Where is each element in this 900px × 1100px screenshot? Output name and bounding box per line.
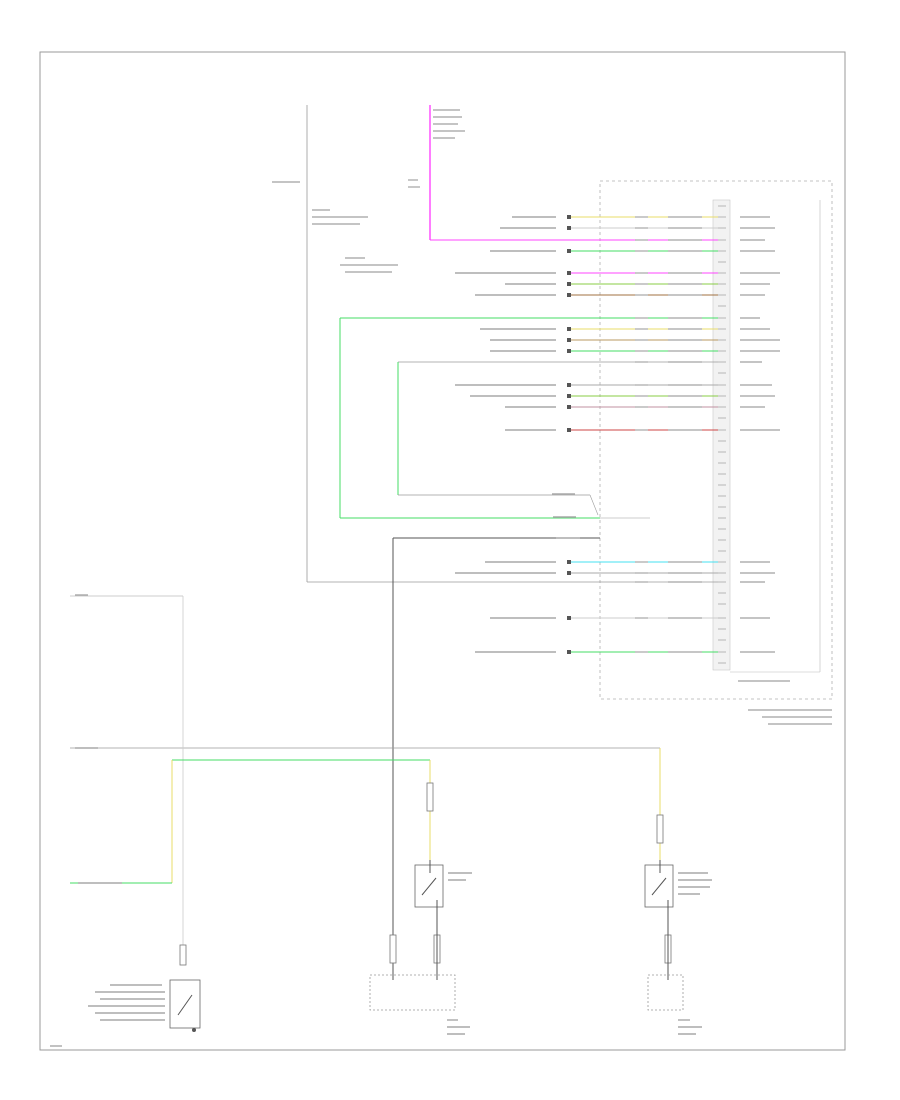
splice-label-marks [552,493,580,539]
switch-icon [644,860,674,980]
wire-label-marks [455,216,556,653]
switch-icon [414,860,444,980]
connector-pin-icon [179,782,672,966]
left-switch-label [88,984,165,1021]
module-wires [570,216,718,653]
module-pin-column [712,199,731,671]
connector-pin-icon [567,215,571,654]
ground-icon [369,974,684,1011]
module-box [599,180,833,700]
wire-code-marks [635,216,702,653]
left-edge-label-marks [50,594,122,1047]
right-switch-label [678,872,712,895]
splice-line [589,494,599,516]
ground-label-marks [447,1019,702,1035]
switch-icon [169,979,201,1032]
diagram-frame [39,51,846,1051]
module-function-marks [738,216,790,682]
pin-number-marks [718,205,726,664]
top-annotation-marks [272,109,832,725]
center-switch-label [448,872,472,881]
